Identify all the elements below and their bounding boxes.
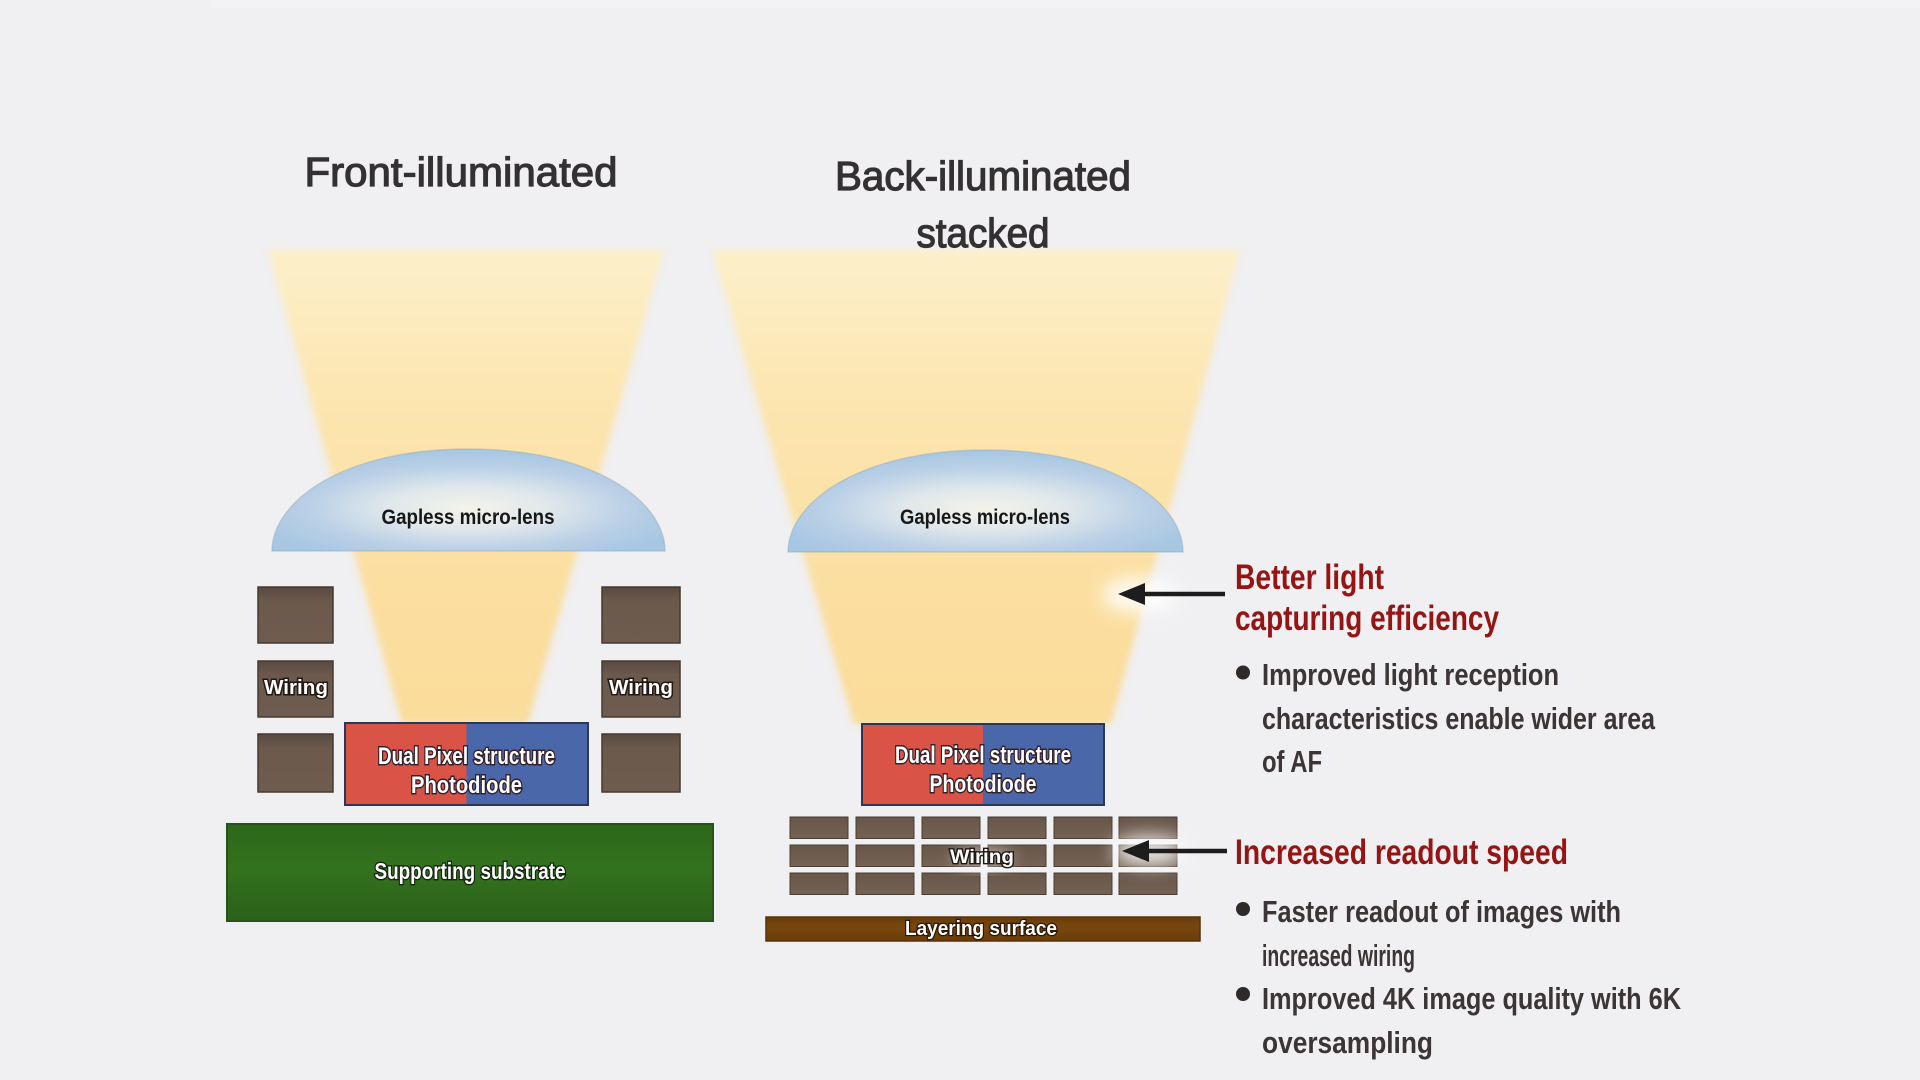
svg-text:stacked: stacked [917,210,1050,256]
svg-text:Supporting substrate: Supporting substrate [375,858,566,884]
svg-text:Gapless micro-lens: Gapless micro-lens [900,506,1070,529]
svg-text:capturing efficiency: capturing efficiency [1235,599,1499,638]
svg-text:characteristics enable wider a: characteristics enable wider area [1262,701,1656,736]
svg-text:Front-illuminated: Front-illuminated [305,149,618,195]
svg-text:Layering surface: Layering surface [905,918,1057,940]
svg-text:Better light: Better light [1235,558,1384,597]
svg-text:Improved 4K image quality with: Improved 4K image quality with 6K [1262,981,1681,1016]
svg-text:Back-illuminated: Back-illuminated [835,153,1131,199]
svg-text:Photodiode: Photodiode [930,771,1037,798]
svg-text:increased wiring: increased wiring [1262,938,1415,973]
svg-text:Photodiode: Photodiode [411,772,522,799]
svg-text:Wiring: Wiring [609,677,673,699]
svg-text:Improved light reception: Improved light reception [1262,657,1559,692]
svg-text:Dual Pixel structure: Dual Pixel structure [378,743,555,770]
svg-text:Increased readout speed: Increased readout speed [1235,833,1568,872]
svg-text:Gapless micro-lens: Gapless micro-lens [382,506,555,529]
svg-text:Faster readout of images with: Faster readout of images with [1262,894,1621,929]
svg-text:Wiring: Wiring [950,847,1014,868]
svg-text:of AF: of AF [1262,744,1322,779]
svg-text:Dual Pixel structure: Dual Pixel structure [895,742,1071,769]
svg-text:Wiring: Wiring [264,677,328,699]
svg-text:oversampling: oversampling [1262,1025,1433,1060]
